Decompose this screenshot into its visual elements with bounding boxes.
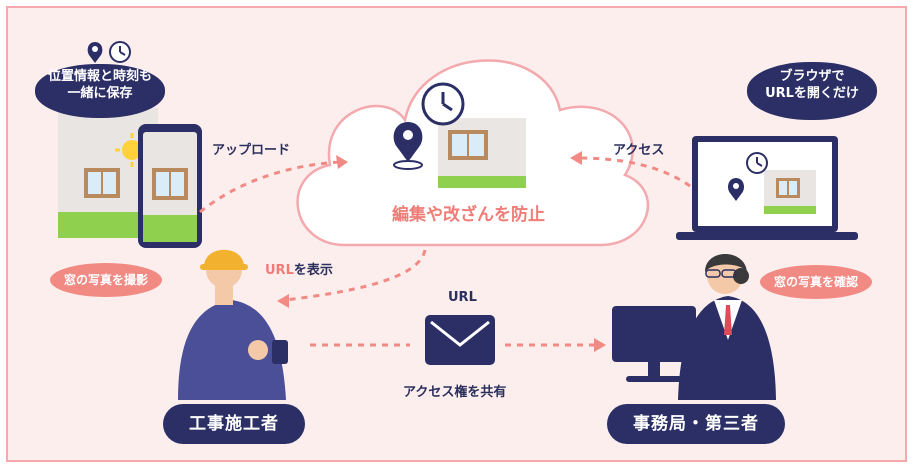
viewer-info-bubble: ブラウザで URLを開くだけ [747,62,877,120]
worker-info-line2: 一緒に保存 [67,86,133,101]
worker-bubble-icons [87,41,131,63]
url-label: URL [448,290,477,305]
envelope-icon [425,315,495,365]
url-display-suffix: を表示 [293,263,333,278]
worker-info-line1: 位置情報と時刻も [47,69,152,84]
url-display-prefix: URL [265,263,294,278]
clock-icon [421,82,465,126]
url-display-label: URLを表示 [265,259,333,278]
arrow-heads [277,151,606,352]
laptop [676,136,858,240]
viewer-role-pill: 事務局・第三者 [607,404,785,444]
monitor [612,306,696,382]
viewer-photo-bubble: 窓の写真を確認 [760,265,872,299]
smartphone [138,124,202,248]
worker-info-bubble: 位置情報と時刻も 一緒に保存 [35,64,165,118]
worker-photo-bubble: 窓の写真を撮影 [50,263,162,297]
viewer-info-line1: ブラウザで [779,69,845,84]
share-access-label: アクセス権を共有 [403,385,507,400]
viewer-person [678,254,776,400]
viewer-info-line2: URLを開くだけ [765,86,859,101]
location-pin-icon [393,122,423,170]
cloud-caption: 編集や改ざんを防止 [392,205,545,225]
access-label: アクセス [613,143,665,158]
worker-role-pill: 工事施工者 [163,404,305,444]
worker-person [178,249,288,400]
upload-label: アップロード [212,143,291,158]
flow-arrows [199,156,691,347]
cloud-window-photo [438,118,526,188]
